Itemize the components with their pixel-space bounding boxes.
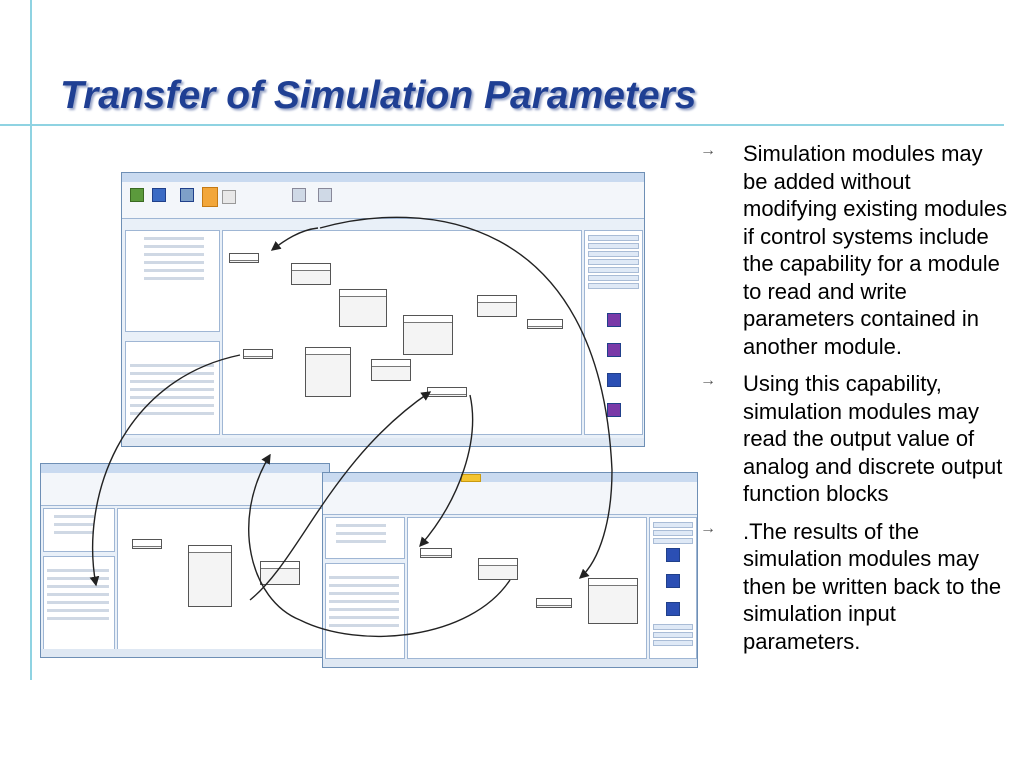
module-tree-panel — [43, 508, 115, 552]
control-studio-screenshot-left — [40, 463, 330, 658]
right-arrow-icon: → — [700, 142, 716, 159]
parameter-panel — [125, 341, 220, 435]
function-block — [420, 548, 452, 558]
function-block — [243, 349, 273, 359]
parameter-panel — [43, 556, 115, 650]
connector-arrow — [249, 391, 432, 601]
diagram-canvas — [222, 230, 582, 435]
control-studio-screenshot-right — [322, 472, 698, 668]
function-block — [229, 253, 259, 263]
output-parameter-icon — [607, 403, 621, 417]
select-icon — [202, 187, 218, 207]
connector-arrow — [319, 216, 613, 471]
bullet-item: → Using this capability, simulation modu… — [700, 370, 1010, 508]
ribbon-toolbar — [122, 182, 644, 219]
connector-arrow — [578, 469, 613, 579]
dead-time-icon — [666, 548, 680, 562]
bullet-item: → Simulation modules may be added withou… — [700, 140, 1010, 360]
function-block — [536, 598, 572, 608]
window-titlebar — [323, 473, 697, 482]
parameter-panel — [325, 563, 405, 659]
decorative-vertical-line — [30, 0, 32, 680]
slide-title: Transfer of Simulation Parameters — [60, 74, 697, 117]
control-studio-screenshot-main — [121, 172, 645, 447]
diagram-canvas — [117, 508, 329, 650]
lead-lag-icon — [666, 574, 680, 588]
module-tree-panel — [125, 230, 220, 332]
bullet-text: .The results of the simulation modules m… — [743, 518, 1002, 654]
bullet-list: → Simulation modules may be added withou… — [700, 140, 1010, 665]
connector-arrow — [299, 579, 511, 638]
function-block — [260, 561, 300, 585]
bullet-text: Using this capability, simulation module… — [743, 371, 1003, 506]
connector-arrow — [419, 394, 474, 548]
window-titlebar — [41, 464, 329, 473]
diagram-icon — [318, 188, 332, 202]
module-tree-panel — [325, 517, 405, 559]
function-block — [403, 315, 453, 355]
bullet-text: Simulation modules may be added without … — [743, 141, 1008, 359]
control-selector-icon — [666, 602, 680, 616]
connector-arrow — [270, 227, 319, 251]
connect-icon — [180, 188, 194, 202]
function-block — [305, 347, 351, 397]
status-bar — [323, 659, 697, 667]
function-block — [132, 539, 162, 549]
function-block — [371, 359, 411, 381]
function-block — [477, 295, 517, 317]
function-block — [527, 319, 563, 329]
function-block — [291, 263, 331, 285]
ribbon-toolbar — [323, 474, 697, 515]
text-box-icon — [222, 190, 236, 204]
function-block — [339, 289, 387, 327]
connector-arrow — [248, 453, 301, 621]
bullet-item: → .The results of the simulation modules… — [700, 518, 1010, 656]
right-arrow-icon: → — [700, 519, 716, 537]
block-library-panel — [584, 230, 643, 435]
calculate-order-icon — [152, 188, 166, 202]
function-block — [588, 578, 638, 624]
right-arrow-icon: → — [700, 372, 716, 389]
set-order-icon — [130, 188, 144, 202]
internal-read-parameter-icon — [607, 343, 621, 357]
align-icon — [292, 188, 306, 202]
ribbon-toolbar — [41, 473, 329, 506]
decorative-horizontal-line — [0, 124, 1004, 126]
status-bar — [41, 649, 329, 657]
window-titlebar — [122, 173, 644, 182]
connector-arrow — [89, 354, 241, 587]
status-bar — [122, 438, 644, 446]
internal-write-parameter-icon — [607, 373, 621, 387]
input-parameter-icon — [607, 313, 621, 327]
function-block — [188, 545, 232, 607]
block-library-panel — [649, 517, 697, 659]
function-block — [478, 558, 518, 580]
diagram-canvas — [407, 517, 647, 659]
